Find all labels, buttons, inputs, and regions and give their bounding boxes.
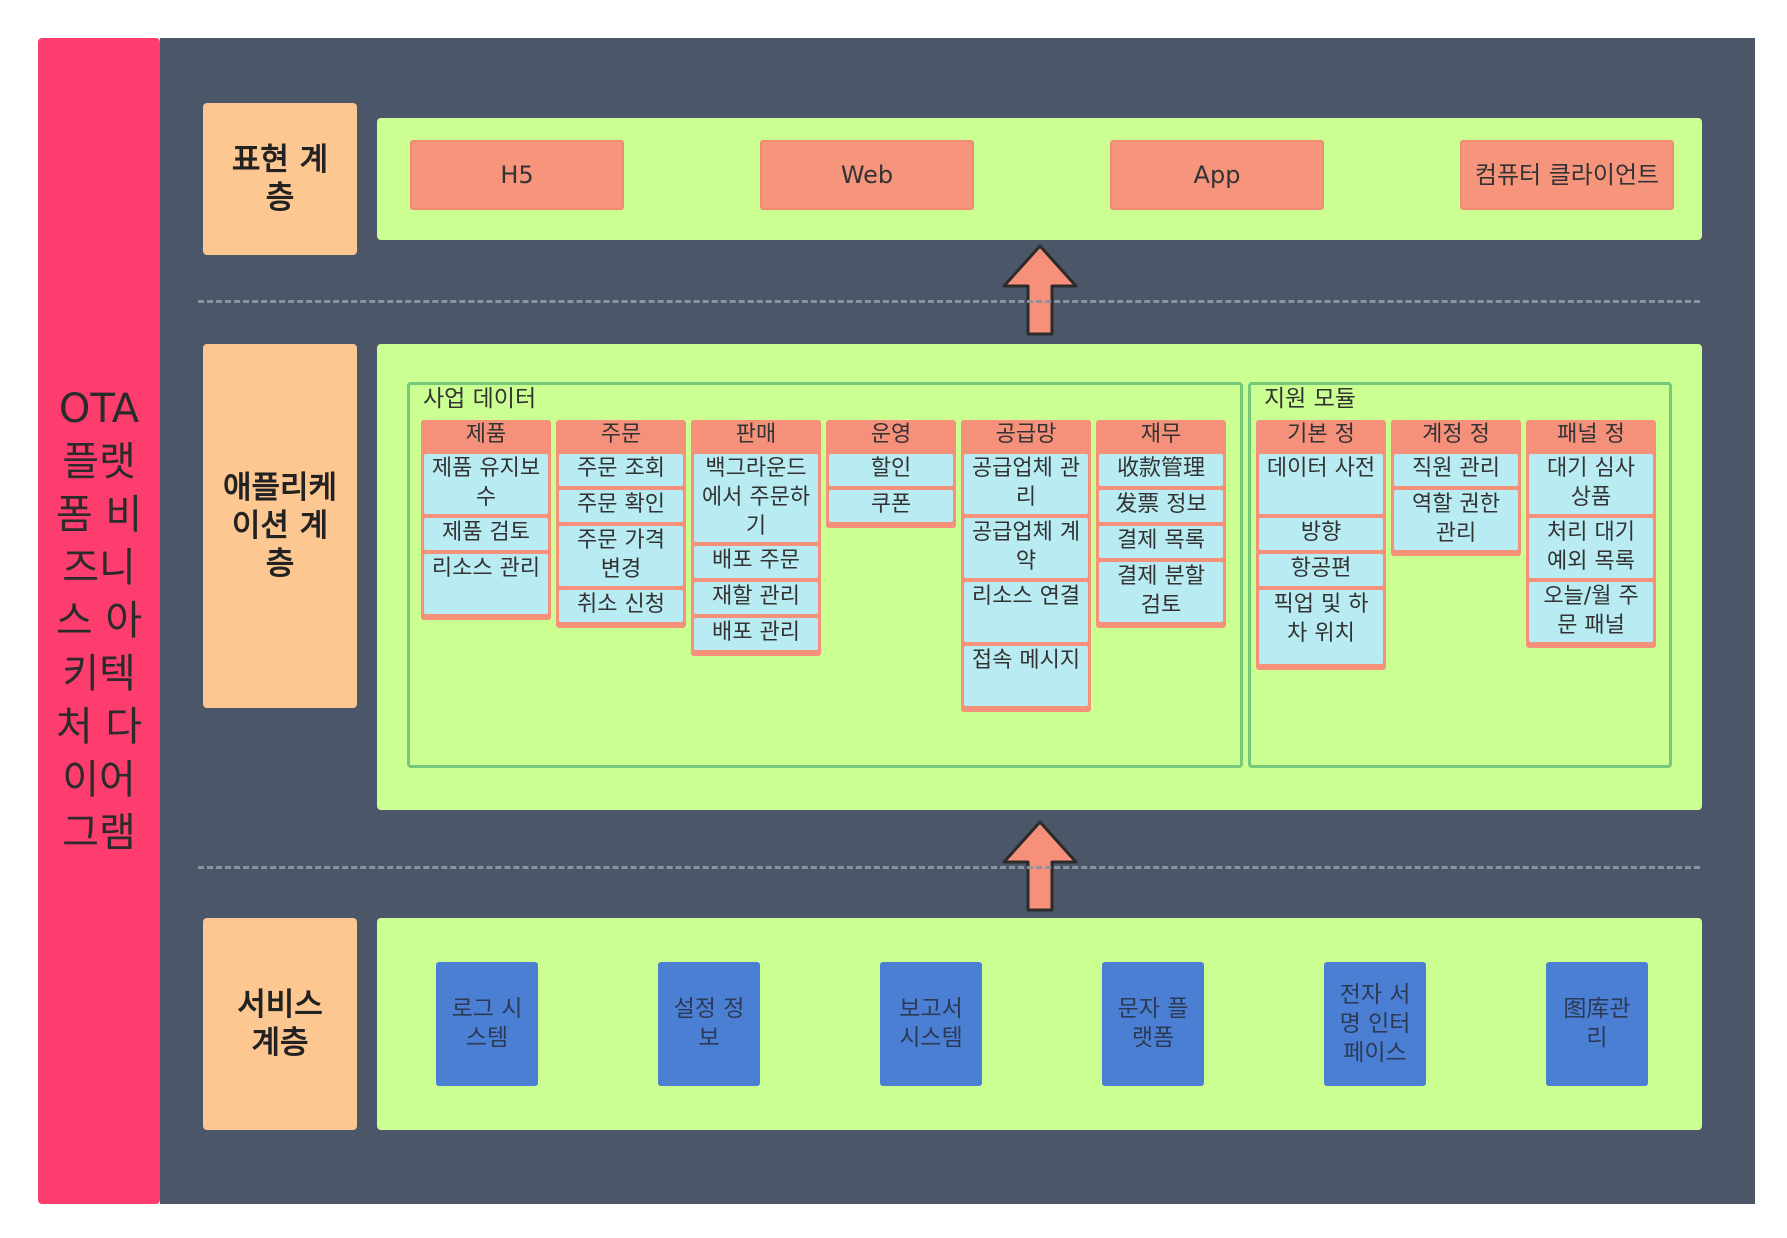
presentation-item-desktop-client: 컴퓨터 클라이언트 [1460, 140, 1674, 210]
presentation-layer-label: 표현 계층 [203, 103, 357, 255]
service-item-settings: 설정 정보 [658, 962, 760, 1086]
module-item: 리소스 연결 [964, 582, 1088, 642]
module-title: 운영 [870, 422, 912, 447]
module-supply-chain: 공급망 공급업체 관리 공급업체 계약 리소스 연결 접속 메시지 [961, 420, 1091, 712]
application-layer-label: 애플리케이션 계층 [203, 344, 357, 708]
module-account-info: 계정 정 직원 관리 역할 권한 관리 [1391, 420, 1521, 556]
module-item: 재할 관리 [694, 582, 818, 614]
module-item: 데이터 사전 [1259, 454, 1383, 514]
module-item: 배포 주문 [694, 546, 818, 578]
group-support-modules [1248, 382, 1672, 768]
group-business-data [407, 382, 1243, 768]
module-item: 제품 검토 [424, 518, 548, 550]
module-panel-info: 패널 정 대기 심사 상품 처리 대기 예외 목록 오늘/월 주문 패널 [1526, 420, 1656, 648]
module-item: 发票 정보 [1099, 490, 1223, 522]
module-title: 공급망 [995, 422, 1057, 447]
module-item: 결제 목록 [1099, 526, 1223, 558]
presentation-item-h5: H5 [410, 140, 624, 210]
module-item: 처리 대기 예외 목록 [1529, 518, 1653, 578]
group-title-support-modules: 지원 모듈 [1264, 386, 1356, 412]
module-item: 직원 관리 [1394, 454, 1518, 486]
service-layer-panel [377, 918, 1702, 1130]
module-item: 역할 권한 관리 [1394, 490, 1518, 550]
module-item: 결제 분할 검토 [1099, 562, 1223, 622]
service-item-esign-interface: 전자 서명 인터페이스 [1324, 962, 1426, 1086]
module-title: 주문 [600, 422, 642, 447]
module-item: 쿠폰 [829, 490, 953, 522]
module-item: 주문 가격 변경 [559, 526, 683, 586]
module-sales: 판매 백그라운드에서 주문하기 배포 주문 재할 관리 배포 관리 [691, 420, 821, 656]
module-item: 취소 신청 [559, 590, 683, 622]
module-operations: 운영 할인 쿠폰 [826, 420, 956, 528]
group-title-business-data: 사업 데이터 [423, 386, 537, 412]
diagram-title-bar: OTA 플랫폼 비즈니스 아키텍처 다이어그램 [38, 38, 160, 1204]
service-layer-label: 서비스 계층 [203, 918, 357, 1130]
module-title: 기본 정 [1287, 422, 1355, 447]
module-product: 제품 제품 유지보수 제품 검토 리소스 관리 [421, 420, 551, 620]
module-item: 배포 관리 [694, 618, 818, 650]
module-item: 방향 [1259, 518, 1383, 550]
module-title: 제품 [465, 422, 507, 447]
service-item-log-system: 로그 시스템 [436, 962, 538, 1086]
up-arrow-icon [1002, 244, 1078, 336]
module-finance: 재무 收款管理 发票 정보 결제 목록 결제 분할 검토 [1096, 420, 1226, 628]
layer-separator [198, 866, 1700, 869]
module-item: 공급업체 계약 [964, 518, 1088, 578]
module-item: 대기 심사 상품 [1529, 454, 1653, 514]
service-item-sms-platform: 문자 플랫폼 [1102, 962, 1204, 1086]
service-item-report-system: 보고서 시스템 [880, 962, 982, 1086]
presentation-item-app: App [1110, 140, 1324, 210]
module-item: 오늘/월 주문 패널 [1529, 582, 1653, 642]
module-title: 재무 [1140, 422, 1182, 447]
module-basic-info: 기본 정 데이터 사전 방향 항공편 픽업 및 하차 위치 [1256, 420, 1386, 670]
module-item: 픽업 및 하차 위치 [1259, 590, 1383, 664]
module-title: 패널 정 [1557, 422, 1625, 447]
module-item: 주문 확인 [559, 490, 683, 522]
module-item: 주문 조회 [559, 454, 683, 486]
module-item: 리소스 관리 [424, 554, 548, 614]
module-item: 백그라운드에서 주문하기 [694, 454, 818, 542]
module-item: 할인 [829, 454, 953, 486]
presentation-item-web: Web [760, 140, 974, 210]
module-item: 항공편 [1259, 554, 1383, 586]
module-item: 접속 메시지 [964, 646, 1088, 706]
module-item: 收款管理 [1099, 454, 1223, 486]
diagram-title: OTA 플랫폼 비즈니스 아키텍처 다이어그램 [55, 385, 143, 856]
module-title: 계정 정 [1422, 422, 1490, 447]
module-item: 공급업체 관리 [964, 454, 1088, 514]
service-item-gallery-management: 图库관리 [1546, 962, 1648, 1086]
module-order: 주문 주문 조회 주문 확인 주문 가격 변경 취소 신청 [556, 420, 686, 628]
module-title: 판매 [735, 422, 777, 447]
module-item: 제품 유지보수 [424, 454, 548, 514]
layer-separator [198, 300, 1700, 303]
